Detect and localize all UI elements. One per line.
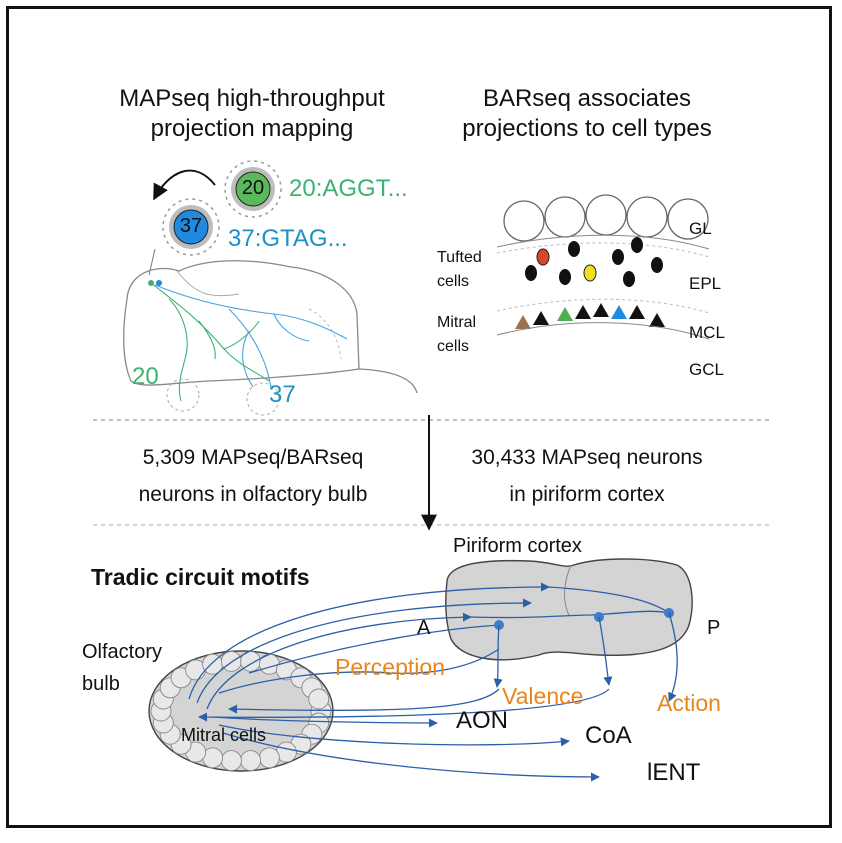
axon-ob-to-pcx-1 [188,582,550,700]
tufted-label-line1: Tufted [437,249,482,266]
axon-ob-to-pcx-3 [206,612,472,710]
olfactory-bulb-shape [148,650,334,772]
glomerulus [240,750,262,772]
blue-virion [162,198,220,256]
brain-outline [123,260,360,386]
circuit-heading: Tradic circuit motifs [91,564,310,590]
pcx-count-line1: 30,433 MAPseq neurons [471,446,703,469]
circuit-diagram [148,558,693,782]
axon-ob-to-lent [222,732,600,782]
ob-label-line1: Olfactory [82,641,163,663]
green-barcode-sequence: 20:AGGT... [289,175,408,202]
piriform-label: Piriform cortex [453,535,582,557]
ob-label-line2: bulb [82,673,120,695]
layer-epl: EPL [689,274,722,293]
green-barcode-number: 20 [241,177,265,199]
anterior-label: A [417,617,431,639]
axon-ob-to-aon [213,716,438,728]
layer-gcl: GCL [689,360,724,379]
glomerulus [308,688,330,710]
blue-barcode-number: 37 [179,215,203,237]
target-region-green [166,378,200,412]
coa-label: CoA [585,722,632,749]
barseq-layers-illustration [496,194,710,340]
mitral-label-line1: Mitral [437,314,477,331]
glomerulus [258,747,280,769]
axon-ob-to-pcx-2 [196,598,532,704]
mapseq-title-line2: projection mapping [150,115,354,142]
valence-label: Valence [502,683,584,709]
green-axons [150,282,270,402]
tufted-cells [525,237,663,287]
green-virion [224,160,282,218]
ob-count-line1: 5,309 MAPseq/BARseq [142,446,364,469]
posterior-label: P [707,617,721,639]
target-green-label: 20 [132,363,159,390]
layer-mcl: MCL [689,323,725,342]
glomeruli [503,194,709,242]
mitral-cells-label: Mitral cells [181,725,267,745]
mitral-cells-row [515,303,665,329]
action-label: Action [657,690,721,716]
layer-gl: GL [689,219,712,238]
ob-count-line2: neurons in olfactory bulb [138,483,368,506]
mitral-label-line2: cells [437,338,470,355]
aon-label: AON [456,707,509,734]
figure-frame: MAPseq high-throughput projection mappin… [6,6,832,828]
blue-barcode-sequence: 37:GTAG... [228,225,348,252]
piriform-cortex-shape [445,558,693,661]
perception-label: Perception [335,654,445,680]
target-blue-label: 37 [269,381,296,408]
diagram-canvas [93,160,769,782]
glomerulus [220,650,242,672]
target-region-blue [246,382,280,416]
glomerulus [220,750,242,772]
infection-arrow [153,169,216,201]
mapseq-title-line1: MAPseq high-throughput [119,85,385,112]
glomeruli-ring [150,650,332,772]
barseq-title-line2: projections to cell types [462,115,712,142]
mapseq-brain-illustration [123,160,418,416]
lent-label: lENT [647,759,701,786]
barseq-title-line1: BARseq associates [482,85,692,112]
blue-axons [154,284,348,390]
pcx-count-line2: in piriform cortex [509,483,665,506]
tufted-label-line2: cells [437,273,470,290]
axon-ob-to-coa [218,724,570,747]
